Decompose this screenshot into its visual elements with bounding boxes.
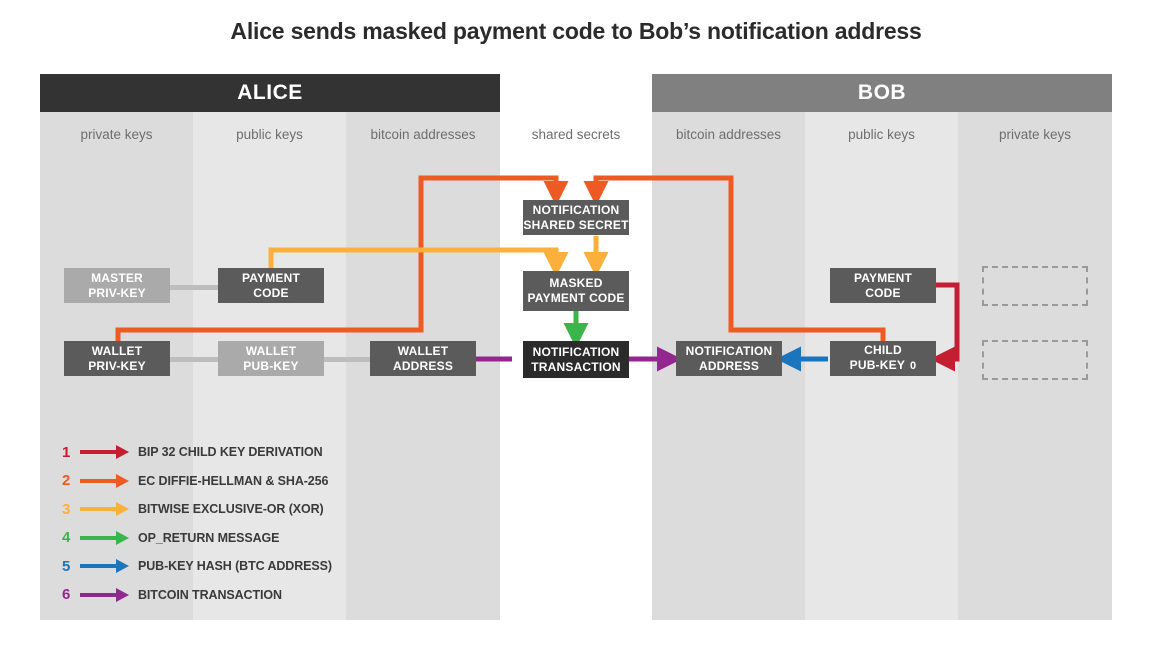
node-bob-ghost-upper — [982, 266, 1088, 306]
node-master-priv-key[interactable]: MASTER PRIV-KEY — [64, 268, 170, 303]
column-caption-alice-bitcoin-addresses: bitcoin addresses — [370, 126, 476, 142]
node-notification-address-line2: ADDRESS — [698, 358, 760, 373]
page-title: Alice sends masked payment code to Bob’s… — [230, 18, 922, 44]
legend-label-3: BITWISE EXCLUSIVE-OR (XOR) — [138, 502, 324, 517]
node-alice-payment-code[interactable]: PAYMENT CODE — [218, 268, 324, 303]
node-wallet-priv-key-line1: WALLET — [91, 343, 143, 358]
node-alice-payment-code-line2: CODE — [253, 285, 289, 300]
arrow-xor-payment-code-to-masked — [268, 247, 569, 277]
node-notification-shared-secret-line2: SHARED SECRET — [523, 217, 629, 232]
legend-number-4: 4 — [62, 529, 71, 547]
node-child-pub-key-0-line2: PUB-KEY 0 — [850, 358, 917, 373]
node-masked-payment-code-line1: MASKED — [549, 276, 603, 291]
arrow-bip32-payment-code-to-child — [930, 282, 960, 372]
node-bob-payment-code-line1: PAYMENT — [853, 270, 913, 285]
column-caption-bob-private-keys: private keys — [998, 126, 1072, 142]
node-master-priv-key-line2: PRIV-KEY — [88, 285, 146, 300]
legend-number-6: 6 — [62, 586, 71, 604]
node-wallet-address[interactable]: WALLET ADDRESS — [370, 341, 476, 376]
legend-arrow-3-icon — [80, 502, 130, 517]
column-caption-bob-bitcoin-addresses: bitcoin addresses — [675, 126, 782, 142]
node-child-pub-key-0-index: 0 — [910, 360, 917, 373]
column-caption-bob-public-keys: public keys — [848, 126, 915, 142]
party-label-alice: ALICE — [237, 81, 303, 104]
node-wallet-address-line1: WALLET — [397, 343, 449, 358]
column-caption-shared-secrets: shared secrets — [531, 126, 621, 142]
legend-item-2: 2 EC DIFFIE-HELLMAN & SHA-256 — [62, 467, 332, 496]
legend-label-2: EC DIFFIE-HELLMAN & SHA-256 — [138, 473, 329, 488]
node-bob-ghost-lower — [982, 340, 1088, 380]
party-header-alice: ALICE — [40, 74, 500, 112]
legend-item-5: 5 PUB-KEY HASH (BTC ADDRESS) — [62, 552, 332, 581]
node-notification-address-line1: NOTIFICATION — [685, 343, 773, 358]
legend-number-5: 5 — [62, 557, 71, 575]
legend-number-3: 3 — [62, 500, 71, 518]
node-wallet-pub-key-line2: PUB-KEY — [243, 358, 299, 373]
arrow-ecdh-bob-to-shared-secret — [583, 175, 886, 342]
node-bob-payment-code[interactable]: PAYMENT CODE — [830, 268, 936, 303]
legend-number-2: 2 — [62, 472, 71, 490]
legend-number-1: 1 — [62, 443, 71, 461]
node-notification-shared-secret-line1: NOTIFICATION — [532, 202, 620, 217]
party-header-bob: BOB — [652, 74, 1112, 112]
column-caption-alice-public-keys: public keys — [236, 126, 303, 142]
node-alice-payment-code-line1: PAYMENT — [241, 270, 301, 285]
node-child-pub-key-0-line1: CHILD — [864, 343, 902, 358]
legend-item-1: 1 BIP 32 CHILD KEY DERIVATION — [62, 438, 332, 467]
node-masked-payment-code-line2: PAYMENT CODE — [527, 291, 625, 305]
node-notification-address[interactable]: NOTIFICATION ADDRESS — [676, 341, 782, 376]
legend: 1 BIP 32 CHILD KEY DERIVATION 2 EC DIFFI… — [62, 438, 332, 609]
node-notification-transaction-line1: NOTIFICATION — [532, 344, 620, 359]
arrow-ecdh-alice-to-shared-secret — [115, 175, 569, 342]
party-label-bob: BOB — [857, 81, 907, 104]
legend-arrow-2-icon — [80, 473, 130, 488]
legend-label-1: BIP 32 CHILD KEY DERIVATION — [138, 445, 323, 460]
legend-label-5: PUB-KEY HASH (BTC ADDRESS) — [138, 559, 332, 574]
node-notification-shared-secret[interactable]: NOTIFICATION SHARED SECRET — [523, 200, 629, 235]
legend-item-3: 3 BITWISE EXCLUSIVE-OR (XOR) — [62, 495, 332, 524]
legend-item-4: 4 OP_RETURN MESSAGE — [62, 524, 332, 553]
column-caption-alice-private-keys: private keys — [80, 126, 153, 142]
node-wallet-address-line2: ADDRESS — [392, 358, 454, 373]
legend-arrow-1-icon — [80, 445, 130, 460]
node-child-pub-key-0-label: PUB-KEY — [849, 358, 906, 373]
node-child-pub-key-0[interactable]: CHILD PUB-KEY 0 — [830, 341, 936, 376]
node-wallet-priv-key-line2: PRIV-KEY — [88, 358, 146, 373]
legend-item-6: 6 BITCOIN TRANSACTION — [62, 581, 332, 610]
node-wallet-pub-key[interactable]: WALLET PUB-KEY — [218, 341, 324, 376]
node-bob-payment-code-line2: CODE — [865, 285, 901, 300]
node-master-priv-key-line1: MASTER — [91, 270, 143, 285]
node-masked-payment-code[interactable]: MASKED PAYMENT CODE — [523, 271, 629, 311]
legend-label-6: BITCOIN TRANSACTION — [138, 587, 282, 602]
connector-wallet-pub-to-address — [312, 357, 427, 362]
legend-arrow-6-icon — [80, 587, 130, 602]
node-notification-transaction-line2: TRANSACTION — [531, 359, 621, 374]
legend-arrow-4-icon — [80, 530, 130, 545]
node-wallet-priv-key[interactable]: WALLET PRIV-KEY — [64, 341, 170, 376]
legend-label-4: OP_RETURN MESSAGE — [138, 530, 280, 545]
node-wallet-pub-key-line1: WALLET — [245, 343, 297, 358]
legend-arrow-5-icon — [80, 559, 130, 574]
node-notification-transaction[interactable]: NOTIFICATION TRANSACTION — [523, 341, 629, 378]
